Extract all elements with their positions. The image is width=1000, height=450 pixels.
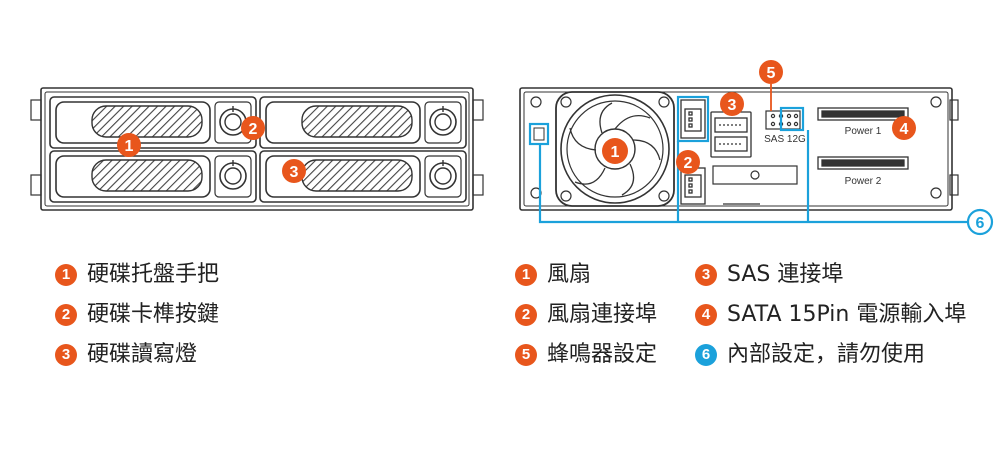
legend-text: 硬碟卡榫按鍵 [87,302,220,327]
svg-text:5: 5 [767,65,776,82]
rear-callout-2: 2 [676,150,700,174]
legend-item: 3 SAS 連接埠 [695,262,966,302]
legend-right-col2: 3 SAS 連接埠 4 SATA 15Pin 電源輸入埠 6 內部設定，請勿使用 [695,262,966,382]
legend-badge: 6 [695,344,717,366]
svg-text:6: 6 [976,215,985,232]
legend-left: 1 硬碟托盤手把 2 硬碟卡榫按鍵 3 硬碟讀寫燈 [55,262,219,382]
svg-text:1: 1 [125,138,134,155]
legend-item: 2 風扇連接埠 [515,302,657,342]
legend-text: SAS 連接埠 [727,262,844,287]
legend-badge: 2 [515,304,537,326]
legend-right-col1: 1 風扇 2 風扇連接埠 5 蜂鳴器設定 [515,262,657,382]
legend-text: SATA 15Pin 電源輸入埠 [727,302,967,327]
fan-connector-top [680,99,706,139]
legend-item: 1 硬碟托盤手把 [55,262,219,302]
drive-tray-bottom-left [49,150,257,203]
rear-callout-1: 1 [602,138,628,164]
legend-badge: 3 [695,264,717,286]
rear-panel [519,87,959,211]
legend-text: 風扇連接埠 [547,302,658,327]
power1-label: Power 1 [845,126,882,137]
legend-badge: 3 [55,344,77,366]
legend-text: 風扇 [547,262,592,287]
legend-item: 5 蜂鳴器設定 [515,342,657,382]
jumper-pins-small [533,127,545,141]
legend-badge: 5 [515,344,537,366]
legend-text: 硬碟托盤手把 [87,262,220,287]
svg-text:3: 3 [728,97,737,114]
legend-badge: 1 [515,264,537,286]
front-callout-1: 1 [117,133,141,157]
drive-tray-top-right [259,96,467,149]
svg-text:3: 3 [290,164,299,181]
front-panel [30,87,484,211]
internal-setting-highlight [528,95,968,224]
legend-badge: 2 [55,304,77,326]
sas-label: SAS 12G [764,134,806,145]
rear-callout-6: 6 [966,208,994,236]
power-connector-2 [817,156,909,170]
legend-text: 蜂鳴器設定 [547,342,658,367]
legend-badge: 4 [695,304,717,326]
front-callout-3: 3 [282,159,306,183]
power-connector-1 [817,107,909,121]
power2-label: Power 2 [845,176,882,187]
drive-tray-top-left [49,96,257,149]
legend-text: 硬碟讀寫燈 [87,342,198,367]
buzzer-jumper [765,110,801,130]
rear-callout-3: 3 [720,92,744,116]
svg-text:2: 2 [249,121,258,138]
sas-connector [710,111,752,158]
rear-callout-4: 4 [892,116,916,140]
svg-text:2: 2 [684,155,693,172]
front-callout-2: 2 [241,116,265,140]
drive-tray-bottom-right [259,150,467,203]
rear-callout-5: 5 [759,60,783,111]
svg-text:1: 1 [611,144,620,161]
legend-item: 6 內部設定，請勿使用 [695,342,966,382]
svg-text:4: 4 [900,121,909,138]
legend-badge: 1 [55,264,77,286]
legend-item: 3 硬碟讀寫燈 [55,342,219,382]
legend-item: 1 風扇 [515,262,657,302]
legend-item: 4 SATA 15Pin 電源輸入埠 [695,302,966,342]
fan [555,91,675,207]
legend-item: 2 硬碟卡榫按鍵 [55,302,219,342]
legend-text: 內部設定，請勿使用 [727,342,926,367]
